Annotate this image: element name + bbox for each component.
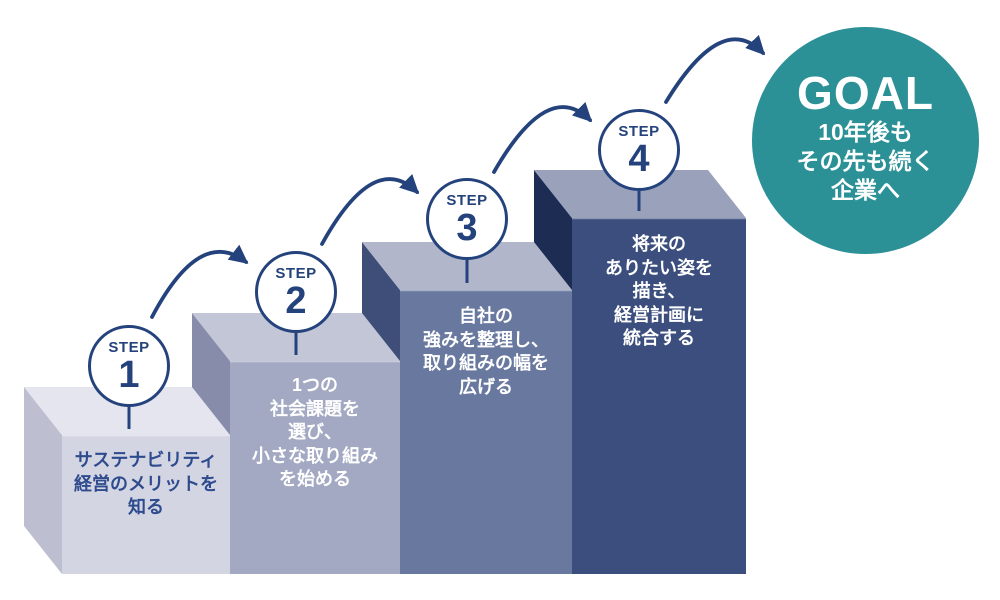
step-1-line-3: 知る: [128, 497, 164, 517]
step-2-line-2: 社会課題を: [270, 398, 360, 419]
step-4-block-front: [572, 218, 746, 574]
step-2-description: 1つの 社会課題を 選び、 小さな取り組み を始める: [230, 374, 400, 492]
step-2-number: 2: [285, 280, 307, 322]
step-2-line-3: 選び、: [288, 422, 342, 442]
goal-line-1: 10年後も: [818, 119, 913, 146]
goal-circle: GOAL 10年後も その先も続く 企業へ: [752, 27, 979, 254]
step-2-label: STEP: [275, 265, 317, 282]
step-4-line-4: 経営計画に: [614, 304, 704, 325]
step-1-description: サステナビリティ 経営のメリットを 知る: [62, 449, 230, 520]
step-4-number: 4: [628, 138, 650, 180]
arrow-step2-to-step3-icon: [320, 174, 420, 246]
step-3-label: STEP: [446, 192, 488, 209]
goal-title: GOAL: [797, 66, 934, 119]
step-1-number: 1: [118, 354, 140, 396]
goal-line-2: その先も続く: [796, 148, 935, 175]
step-3-line-3: 取り組みの幅を: [423, 353, 549, 373]
step-2-block-front: [230, 361, 400, 574]
step-1-block-side: [24, 387, 62, 574]
step-3-line-4: 広げる: [459, 376, 513, 397]
step-1-line-2: 経営のメリットを: [74, 473, 218, 494]
step-2-line-4: 小さな取り組み: [252, 445, 378, 466]
step-4-line-1: 将来の: [632, 234, 686, 254]
step-1-block: [24, 387, 230, 574]
step-1-block-front: [62, 435, 230, 574]
step-4-line-3: 描き、: [632, 281, 686, 301]
arrow-step3-to-step4-icon: [492, 102, 593, 174]
step-2-line-5: を始める: [279, 469, 351, 489]
step-1-circle: STEP 1: [88, 325, 170, 407]
step-4-line-2: ありたい姿を: [605, 257, 713, 278]
step-1-line-1: サステナビリティ: [74, 450, 218, 470]
arrow-step1-to-step2-icon: [150, 244, 249, 319]
step-2-line-1: 1つの: [291, 375, 338, 395]
step-3-block-front: [400, 290, 572, 574]
step-3-line-1: 自社の: [459, 306, 513, 326]
step-2-circle: STEP 2: [255, 251, 337, 333]
step-4-circle: STEP 4: [598, 109, 680, 191]
step-4-label: STEP: [618, 123, 660, 140]
arrow-step4-to-goal-icon: [664, 34, 766, 104]
step-4-description: 将来の ありたい姿を 描き、 経営計画に 統合する: [572, 233, 746, 351]
step-3-circle: STEP 3: [426, 178, 508, 260]
step-1-block-top: [24, 387, 230, 435]
step-1-label: STEP: [108, 339, 150, 356]
step-3-line-2: 強みを整理し、: [423, 329, 549, 350]
goal-line-3: 企業へ: [831, 177, 900, 204]
circle-stems: [127, 191, 641, 429]
flow-arrows: [150, 34, 766, 319]
step-3-number: 3: [456, 207, 478, 249]
step-3-description: 自社の 強みを整理し、 取り組みの幅を 広げる: [400, 305, 572, 399]
step-4-line-5: 統合する: [623, 328, 695, 348]
